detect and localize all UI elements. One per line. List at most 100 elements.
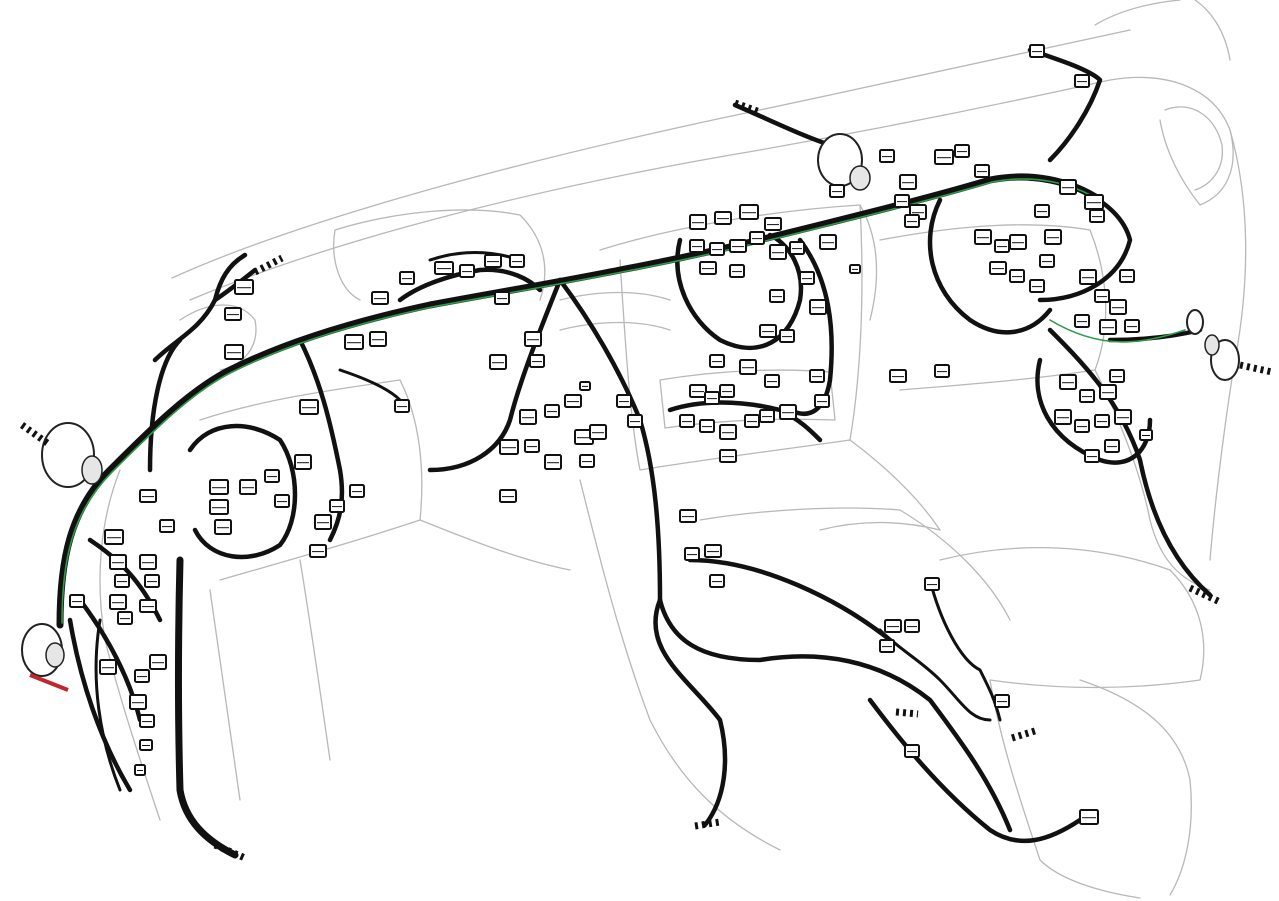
connector-block — [849, 264, 861, 274]
lower-left-loop — [94, 618, 122, 792]
connector-block — [889, 369, 907, 383]
connector-block — [329, 499, 345, 513]
connector-block — [129, 694, 147, 710]
connector-block — [924, 577, 940, 591]
right-drop — [1047, 327, 1213, 598]
connector-block — [399, 271, 415, 285]
connector-block — [709, 574, 725, 588]
upper-right-run — [1027, 47, 1103, 163]
connector-block — [544, 404, 560, 418]
connector-block — [684, 547, 700, 561]
connector-block — [1079, 269, 1097, 285]
connector-block — [1034, 204, 1050, 218]
binnacle-branch — [397, 267, 543, 303]
radio-loop — [675, 232, 804, 351]
connector-block — [709, 242, 725, 256]
connector-block — [679, 509, 697, 523]
right-vent-ring — [1164, 106, 1223, 191]
connector-block — [579, 454, 595, 468]
connector-block — [294, 454, 312, 470]
connector-block — [1074, 314, 1090, 328]
connector-block — [1079, 389, 1095, 403]
connector-block — [1084, 194, 1104, 210]
connector-block — [616, 394, 632, 408]
right-upper-grommet — [1186, 309, 1204, 335]
connector-block — [544, 454, 562, 470]
dash-upper-line — [189, 79, 1111, 301]
connector-block — [689, 239, 705, 253]
connector-block — [1059, 374, 1077, 390]
connector-block — [994, 239, 1010, 253]
console-run — [657, 597, 1013, 833]
connector-block — [139, 739, 153, 751]
connector-block — [884, 619, 902, 633]
connector-block — [749, 231, 765, 245]
connector-block — [1109, 299, 1127, 315]
connector-block — [739, 359, 757, 375]
connector-block — [769, 244, 787, 260]
connector-block — [1039, 254, 1055, 268]
connector-block — [779, 329, 795, 343]
connector-block — [1114, 409, 1132, 425]
connector-block — [989, 261, 1007, 275]
connector-block — [139, 554, 157, 570]
cut-end-defroster — [733, 99, 762, 116]
connector-block — [974, 229, 992, 245]
floor-run — [687, 557, 893, 643]
cut-end-right — [1239, 361, 1273, 376]
cut-end-floor — [694, 818, 721, 830]
grommets — [21, 133, 1240, 677]
connector-block — [627, 414, 643, 428]
connector-block — [689, 384, 707, 398]
connector-block — [344, 334, 364, 350]
center-upper-branch — [428, 251, 522, 262]
connector-block — [499, 489, 517, 503]
connector-block — [934, 364, 950, 378]
connector-block — [699, 419, 715, 433]
console-right-branch — [928, 578, 1002, 722]
connector-block — [224, 344, 244, 360]
cut-end-left — [19, 422, 53, 448]
left-vent — [179, 304, 257, 371]
connector-block — [1074, 419, 1090, 433]
connector-blocks — [69, 44, 1153, 825]
connector-block — [139, 599, 157, 613]
connector-block — [809, 369, 825, 383]
connector-block — [1109, 369, 1125, 383]
connector-block — [349, 484, 365, 498]
connector-block — [739, 204, 759, 220]
connector-block — [209, 479, 229, 495]
connector-block — [109, 594, 127, 610]
left-lower-grommet — [21, 623, 65, 677]
connector-block — [274, 494, 290, 508]
connector-block — [879, 639, 895, 653]
connector-block — [809, 299, 827, 315]
console-rear-run — [867, 697, 1083, 844]
connector-block — [109, 554, 127, 570]
windshield-edge — [1094, 0, 1231, 61]
connector-block — [1079, 809, 1099, 825]
connector-block — [1124, 319, 1140, 333]
connector-block — [564, 394, 582, 408]
connector-block — [1094, 289, 1110, 303]
connector-block — [299, 399, 319, 415]
connector-block — [759, 324, 777, 338]
left-loop — [147, 337, 183, 473]
connector-block — [1094, 414, 1110, 428]
right-vertical-loop — [927, 197, 1053, 335]
console-shifter-area — [699, 507, 1011, 621]
connector-block — [499, 439, 519, 455]
right-grommet — [1204, 334, 1240, 381]
connector-block — [264, 469, 280, 483]
left-drop-trunk — [175, 556, 239, 859]
connector-block — [1009, 234, 1027, 250]
connector-block — [814, 394, 830, 408]
left-upper-grommet — [41, 422, 103, 488]
connector-block — [1044, 229, 1062, 245]
connector-block — [134, 764, 146, 776]
connector-block — [1059, 179, 1077, 195]
connector-block — [234, 279, 254, 295]
center-down-branch — [427, 277, 563, 473]
connector-block — [314, 514, 332, 530]
